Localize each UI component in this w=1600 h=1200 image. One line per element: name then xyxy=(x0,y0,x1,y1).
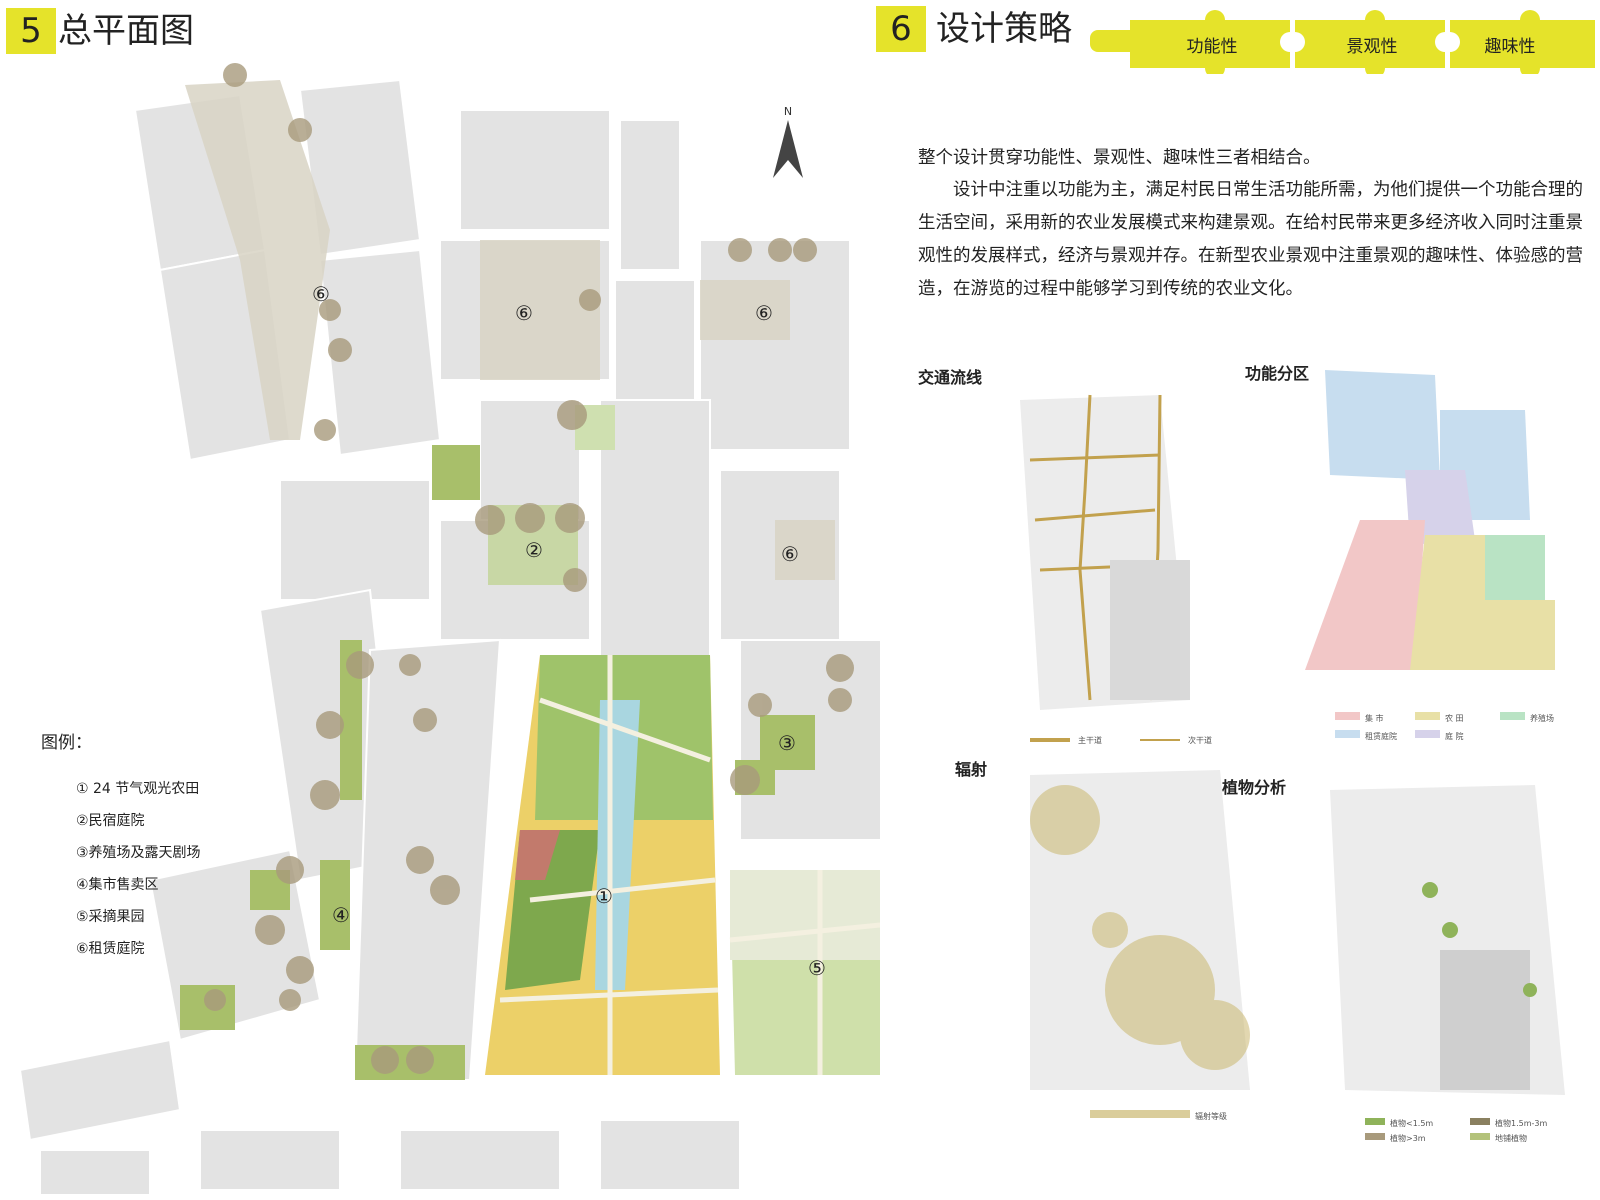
zones-diagram xyxy=(1305,370,1555,738)
plants-key-tall: 植物>3m xyxy=(1390,1134,1426,1143)
zones-key-market: 集 市 xyxy=(1365,714,1384,723)
radiation-key: 辐射等级 xyxy=(1195,1112,1227,1121)
buildings xyxy=(18,78,880,1196)
courtyards xyxy=(185,80,835,580)
plan-markers: ① ② ③ ④ ⑤ ⑥ ⑥ ⑥ ⑥ xyxy=(312,282,826,980)
master-plan-map: N ① ② ③ ④ ⑤ ⑥ ⑥ ⑥ ⑥ xyxy=(18,63,880,1196)
marker-6d: ⑥ xyxy=(781,542,799,566)
section-5-title: 总平面图 xyxy=(58,11,194,51)
puzzle-label-1: 功能性 xyxy=(1187,37,1238,57)
radiation-title: 辐射 xyxy=(955,760,988,779)
zones-title: 功能分区 xyxy=(1245,364,1310,383)
legend-item-4: ④集市售卖区 xyxy=(76,877,159,893)
orchard-field xyxy=(730,870,880,1075)
puzzle-label-3: 趣味性 xyxy=(1485,37,1536,57)
strategy-intro: 整个设计贯穿功能性、景观性、趣味性三者相结合。 xyxy=(918,148,1321,168)
zones-key-rent: 租赁庭院 xyxy=(1365,732,1397,741)
plants-diagram xyxy=(1330,785,1565,1140)
marker-6b: ⑥ xyxy=(515,301,533,325)
plants-key-small: 植物<1.5m xyxy=(1390,1119,1434,1128)
north-arrow: N xyxy=(773,105,803,178)
zones-key-breed: 养殖场 xyxy=(1530,714,1554,723)
marker-3: ③ xyxy=(778,731,796,755)
marker-4: ④ xyxy=(332,903,350,927)
marker-2: ② xyxy=(525,538,543,562)
section-6-number: 6 xyxy=(876,6,926,52)
section-6-title: 设计策略 xyxy=(936,9,1072,49)
section-5-number: 5 xyxy=(6,8,56,54)
marker-5: ⑤ xyxy=(808,956,826,980)
traffic-key-main: 主干道 xyxy=(1078,736,1102,745)
legend-item-1: ① 24 节气观光农田 xyxy=(76,781,200,797)
north-label: N xyxy=(784,105,792,118)
marker-6a: ⑥ xyxy=(312,282,330,306)
legend-title: 图例： xyxy=(41,733,92,753)
puzzle-label-2: 景观性 xyxy=(1347,37,1398,57)
marker-1: ① xyxy=(595,884,613,908)
traffic-key-secondary: 次干道 xyxy=(1188,736,1212,745)
legend-item-5: ⑤采摘果园 xyxy=(76,909,145,925)
radiation-diagram xyxy=(1030,770,1250,1118)
plants-key-mid: 植物1.5m-3m xyxy=(1495,1119,1548,1128)
field-paths xyxy=(499,655,880,1075)
analysis-diagrams xyxy=(1020,370,1565,1140)
puzzle-banner: 功能性 景观性 趣味性 xyxy=(1090,10,1595,74)
legend-item-3: ③养殖场及露天剧场 xyxy=(76,845,201,861)
trees xyxy=(204,63,854,1074)
strategy-body: 设计中注重以功能为主，满足村民日常生活功能所需，为他们提供一个功能合理的生活空间… xyxy=(918,180,1583,299)
plants-title: 植物分析 xyxy=(1222,778,1287,797)
traffic-diagram xyxy=(1020,394,1190,742)
legend-item-2: ②民宿庭院 xyxy=(76,813,145,829)
plants-key-ground: 地铺植物 xyxy=(1495,1134,1527,1143)
legend-item-6: ⑥租赁庭院 xyxy=(76,941,145,957)
zones-key-farm: 农 田 xyxy=(1445,714,1464,723)
zones-key-yard: 庭 院 xyxy=(1445,732,1464,741)
marker-6c: ⑥ xyxy=(755,301,773,325)
traffic-title: 交通流线 xyxy=(918,368,983,387)
solar-terms-farmland xyxy=(485,655,720,1075)
